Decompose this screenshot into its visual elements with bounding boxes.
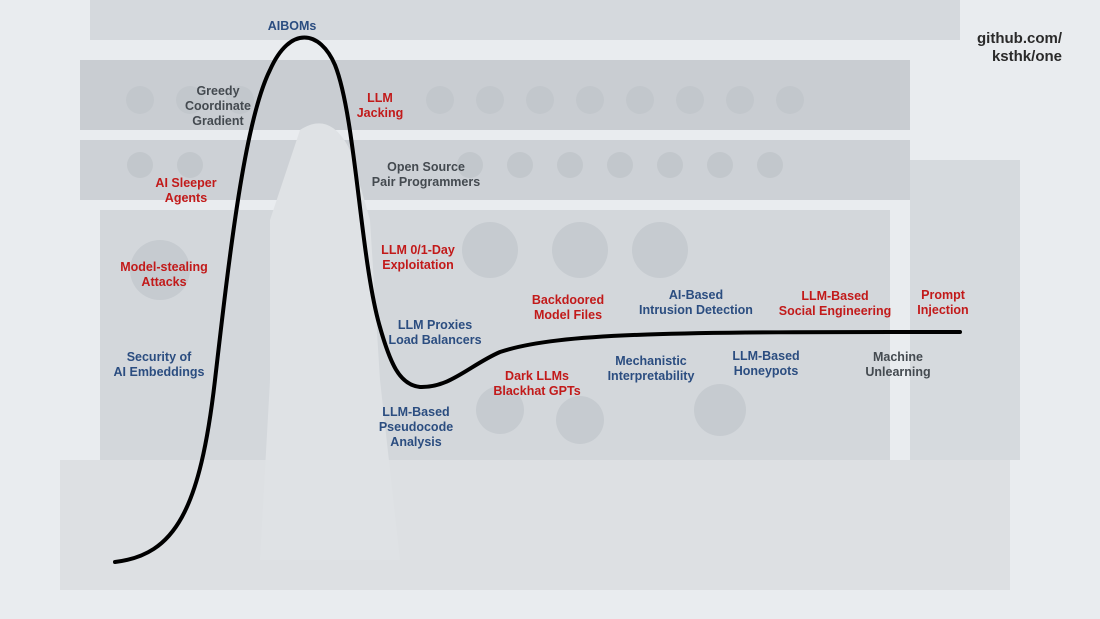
label-greedy-coordinate-gradient: Greedy Coordinate Gradient (185, 84, 251, 128)
label-backdoored-model-files: Backdoored Model Files (531, 293, 605, 322)
label-llm-jacking: LLM Jacking (356, 91, 404, 120)
hype-curve-line (113, 35, 962, 564)
label-ai-based-intrusion-detection: AI-Based Intrusion Detection (639, 288, 753, 317)
label-llm-based-honeypots: LLM-Based Honeypots (732, 349, 800, 378)
label-machine-unlearning: Machine Unlearning (865, 350, 931, 379)
label-llm-based-social-engineering: LLM-Based Social Engineering (778, 289, 892, 318)
github-url: github.com/ ksthk/one (977, 30, 1062, 65)
label-llm-day-exploitation: LLM 0/1-Day Exploitation (381, 243, 455, 272)
label-mechanistic-interpretability: Mechanistic Interpretability (607, 354, 695, 383)
label-llm-proxies: LLM Proxies Load Balancers (388, 318, 482, 347)
label-aiboms: AIBOMs (267, 19, 317, 33)
label-prompt-injection: Prompt Injection (917, 288, 969, 317)
label-dark-llms-blackhat-gpts: Dark LLMs Blackhat GPTs (493, 369, 581, 398)
label-security-of-ai-embeddings: Security of AI Embeddings (113, 350, 205, 379)
label-llm-based-pseudocode-analysis: LLM-Based Pseudocode Analysis (378, 405, 454, 449)
label-open-source-pair-programmers: Open Source Pair Programmers (371, 160, 481, 189)
label-model-stealing-attacks: Model-stealing Attacks (120, 260, 208, 289)
label-ai-sleeper-agents: AI Sleeper Agents (155, 176, 217, 205)
